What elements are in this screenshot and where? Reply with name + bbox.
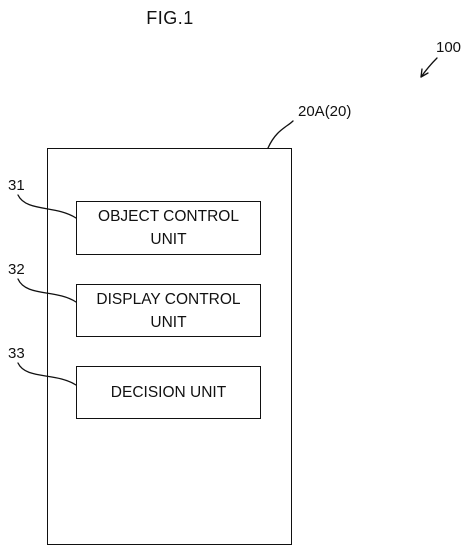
device-box — [47, 148, 292, 545]
system-ref-label: 100 — [436, 39, 462, 56]
display-control-unit-box: DISPLAY CONTROL UNIT — [76, 284, 261, 337]
decision-unit-line1: DECISION UNIT — [110, 384, 227, 401]
object-control-unit-line2: UNIT — [150, 231, 187, 248]
decision-unit-box: DECISION UNIT — [76, 366, 261, 419]
display-control-unit-ref: 32 — [8, 261, 25, 278]
decision-unit-ref: 33 — [8, 345, 25, 362]
object-control-unit-line1: OBJECT CONTROL — [98, 208, 239, 225]
system-ref-arrowhead — [420, 68, 429, 78]
object-control-unit-box: OBJECT CONTROL UNIT — [76, 201, 261, 255]
figure-title: FIG.1 — [146, 8, 194, 28]
object-control-unit-ref: 31 — [8, 177, 25, 194]
display-control-unit-line1: DISPLAY CONTROL — [96, 290, 241, 308]
display-control-unit-line2: UNIT — [150, 313, 187, 331]
device-ref-leader — [267, 120, 294, 149]
device-ref-label: 20A(20) — [298, 103, 352, 120]
system-ref-leader — [420, 57, 438, 78]
